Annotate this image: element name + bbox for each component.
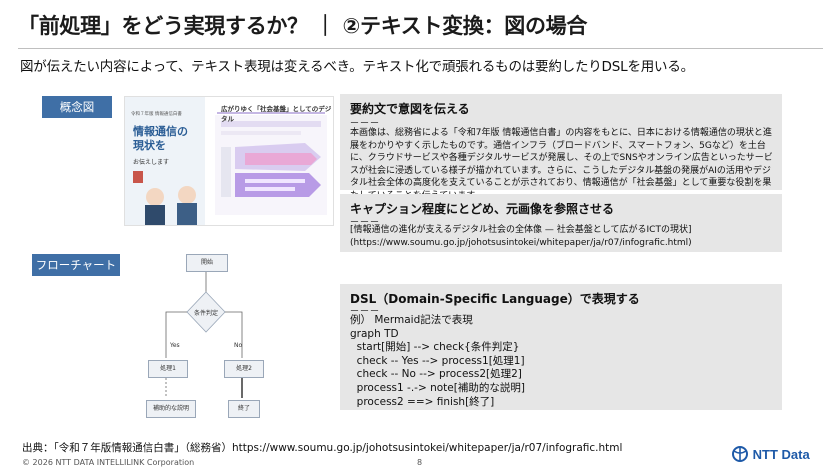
ntt-globe-icon: [732, 446, 748, 462]
person-body: [145, 205, 165, 225]
flowchart-connectors: [165, 272, 243, 398]
caption-panel: キャプション程度にとどめ、元画像を参照させる ーーー [情報通信の進化が支えるデ…: [340, 194, 782, 252]
flow-note-node: 補助的な説明: [146, 400, 196, 418]
ntt-data-logo: NTT Data: [731, 446, 810, 462]
summary-panel: 要約文で意図を伝える ーーー 本画像は、総務省による「令和7年版 情報通信白書」…: [340, 94, 782, 201]
summary-heading: 要約文で意図を伝える: [350, 102, 470, 116]
caption-heading: キャプション程度にとどめ、元画像を参照させる: [350, 202, 615, 216]
thumbnail-right-title: 広がりゆく「社会基盤」としてのデジタル: [221, 105, 332, 123]
caption-divider: ーーー: [350, 218, 381, 228]
thumbnail-illustration: [133, 112, 327, 225]
dsl-heading: DSL（Domain-Specific Language）で表現する: [350, 292, 640, 306]
concept-thumbnail: 令和７年版 情報通信白書 情報通信の 現状を お伝えします 広がりゆく「社会基盤…: [124, 96, 334, 226]
flow-finish-node: 終了: [228, 400, 260, 418]
person-body: [177, 203, 197, 225]
dsl-code: 例） Mermaid記法で表現 graph TD start[開始] --> c…: [350, 314, 525, 408]
summary-divider: ーーー: [350, 119, 381, 129]
page-subtitle: 図が伝えたい内容によって、テキスト表現は変えるべき。テキスト化で頑張れるものは要…: [20, 59, 694, 75]
ntt-data-wordmark: NTT Data: [752, 447, 810, 462]
thumbnail-title-line2: 現状を: [133, 139, 166, 152]
flowchart-label: フローチャート: [32, 254, 120, 276]
thumbnail-title-line1: 情報通信の: [133, 125, 188, 138]
summary-body: 本画像は、総務省による「令和7年版 情報通信白書」の内容をもとに、日本における情…: [350, 128, 773, 201]
page-number: 8: [417, 458, 423, 467]
concept-label: 概念図: [42, 96, 112, 118]
copyright: © 2026 NTT DATA INTELLILINK Corporation: [22, 458, 195, 467]
dsl-panel: DSL（Domain-Specific Language）で表現する ーーー 例…: [340, 284, 782, 410]
source-citation: 出典：「令和７年版情報通信白書」（総務省）https://www.soumu.g…: [22, 442, 623, 454]
logo-mark-icon: [133, 171, 143, 183]
flowchart-diagram: 開始 条件判定 Yes No 処理1 処理2 補助的な説明 終了: [146, 246, 264, 426]
title-divider: [18, 48, 823, 49]
decision-shape: [186, 291, 226, 333]
flow-process1-node: 処理1: [148, 360, 188, 378]
flow-no-label: No: [234, 342, 243, 349]
flow-yes-label: Yes: [170, 342, 180, 349]
flow-start-node: 開始: [186, 254, 228, 272]
page-title: 「前処理」をどう実現するか？ ｜ ②テキスト変換：図の場合: [18, 14, 588, 38]
flow-check-node: 条件判定: [193, 310, 218, 317]
person-icon: [146, 188, 164, 206]
thumbnail-caption: 令和７年版 情報通信白書: [131, 112, 182, 117]
caption-body: [情報通信の進化が支えるデジタル社会の全体像 — 社会基盤として広がるICTの現…: [350, 225, 692, 248]
flow-process2-node: 処理2: [224, 360, 264, 378]
dsl-divider: ーーー: [350, 307, 381, 317]
person-icon: [178, 186, 196, 204]
thumbnail-subtitle: お伝えします: [133, 159, 170, 166]
